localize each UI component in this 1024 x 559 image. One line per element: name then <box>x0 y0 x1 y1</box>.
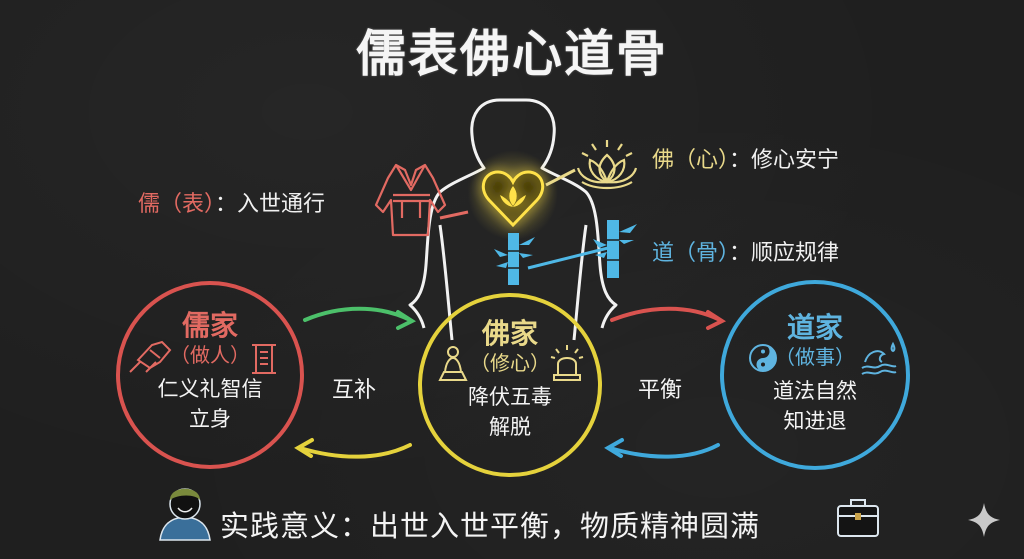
dao-connector <box>527 246 609 270</box>
human-silhouette-icon <box>408 98 618 341</box>
ru-circle-body-2: 立身 <box>189 407 231 431</box>
bamboo-center-icon <box>494 233 535 285</box>
ru-circle-title: 儒家 <box>181 309 238 342</box>
robe-icon <box>374 163 447 237</box>
alarm-bell-icon <box>550 345 584 381</box>
dao-circle-sub: （做事） <box>775 345 855 369</box>
heart-lotus-icon <box>481 170 545 228</box>
fo-circle <box>418 293 602 477</box>
arrow-fo-to-dao <box>610 306 722 322</box>
scroll-icon <box>252 344 276 374</box>
footer-practical-meaning: 实践意义：出世入世平衡，物质精神圆满 <box>220 509 761 543</box>
fo-connector <box>545 168 576 187</box>
fo-circle-content: 佛家 （修心） 降伏五毒 解脱 <box>440 318 580 442</box>
bamboo-icon <box>593 220 637 278</box>
dao-circle-content: 道家 （做事） 道法自然 知进退 <box>745 312 885 436</box>
ru-connector <box>439 210 469 220</box>
arrow-ru-to-fo <box>303 306 412 322</box>
ru-label: 儒（表）：入世通行 <box>138 192 326 217</box>
ru-circle <box>116 281 304 469</box>
fo-circle-sub: （修心） <box>470 351 550 375</box>
sparkle-icon <box>968 503 1000 537</box>
lotus-icon <box>576 140 638 190</box>
ru-circle-sub: （做人） <box>170 343 250 367</box>
smiling-man-avatar <box>159 488 211 541</box>
briefcase-icon <box>837 499 879 537</box>
handshake-icon <box>129 340 172 373</box>
fo-circle-title: 佛家 <box>481 317 538 350</box>
yin-yang-icon <box>749 344 777 372</box>
meditating-buddha-icon <box>438 346 468 381</box>
page-title: 儒表佛心道骨 <box>356 25 668 83</box>
arrow-fo-to-ru <box>298 443 412 459</box>
fo-circle-body-2: 解脱 <box>489 415 531 439</box>
ru-circle-body-1: 仁义礼智信 <box>157 377 263 401</box>
wave-icon <box>861 341 897 375</box>
dao-circle <box>720 280 910 470</box>
complement-label: 互补 <box>332 378 377 403</box>
fo-label: 佛（心）：修心安宁 <box>652 148 840 173</box>
dao-circle-body-2: 知进退 <box>783 409 847 433</box>
arrow-dao-to-fo <box>608 443 720 459</box>
dao-label: 道（骨）：顺应规律 <box>652 241 840 266</box>
fo-circle-body-1: 降伏五毒 <box>468 385 552 409</box>
balance-label: 平衡 <box>638 378 683 403</box>
ru-circle-content: 儒家 （做人） 仁义礼智信 立身 <box>140 310 280 434</box>
dao-circle-title: 道家 <box>786 311 843 344</box>
dao-circle-body-1: 道法自然 <box>773 379 857 403</box>
